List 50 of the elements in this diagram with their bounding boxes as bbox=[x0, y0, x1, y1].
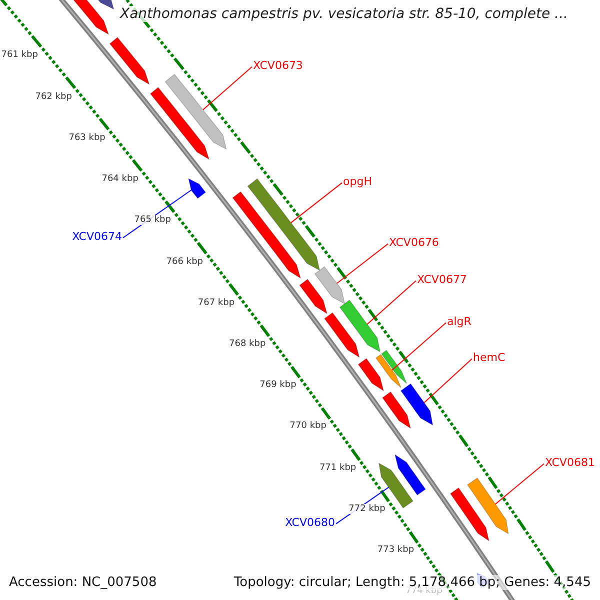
gene-feature bbox=[375, 354, 402, 388]
gene-label: opgH bbox=[343, 175, 372, 188]
gene-feature bbox=[247, 178, 320, 271]
gene-label: algR bbox=[447, 315, 472, 328]
gene-feature bbox=[232, 191, 301, 279]
tick-label: 765 kbp bbox=[134, 215, 171, 226]
gene-feature bbox=[394, 454, 426, 496]
tick-label: 764 kbp bbox=[102, 174, 138, 184]
tick-label: 763 kbp bbox=[68, 132, 106, 143]
tick-label: 766 kbp bbox=[166, 256, 203, 267]
tick-label: 762 kbp bbox=[35, 92, 72, 102]
gene-label: XCV0681 bbox=[545, 456, 595, 469]
leader-line bbox=[336, 243, 388, 284]
gene-feature bbox=[299, 278, 328, 314]
gene-feature bbox=[72, 0, 110, 35]
footer-text: Accession: NC_007508 bbox=[9, 575, 157, 590]
gene-label: XCV0674 bbox=[72, 230, 122, 243]
tick-label: 769 kbp bbox=[260, 380, 296, 390]
gene-feature bbox=[109, 36, 150, 85]
leader-line bbox=[392, 322, 446, 371]
gene-feature bbox=[450, 487, 490, 542]
leader-line bbox=[366, 280, 416, 325]
gene-feature bbox=[466, 478, 509, 534]
leader-line bbox=[202, 66, 252, 110]
gene-feature bbox=[339, 300, 380, 352]
tick-label: 767 kbp bbox=[198, 298, 235, 308]
tick-label: 771 kbp bbox=[319, 462, 356, 473]
tick-label: 768 kbp bbox=[229, 338, 266, 349]
tick-label: 772 kbp bbox=[348, 504, 386, 514]
leader-line bbox=[494, 463, 544, 505]
title: Xanthomonas campestris pv. vesicatoria str. 85-10, complete ... bbox=[120, 6, 568, 22]
gene-feature bbox=[150, 86, 210, 160]
tick-label: 773 kbp bbox=[377, 544, 414, 555]
gene-label: XCV0673 bbox=[253, 59, 303, 72]
leader-line bbox=[290, 182, 342, 224]
gene-feature bbox=[382, 391, 411, 429]
gene-label: hemC bbox=[473, 351, 506, 364]
gene-label: XCV0676 bbox=[389, 236, 439, 249]
gene-feature bbox=[314, 266, 346, 304]
gene-feature bbox=[381, 350, 407, 384]
gene-label: XCV0680 bbox=[285, 516, 335, 529]
gene-feature bbox=[164, 74, 227, 150]
gene-feature bbox=[358, 358, 384, 392]
tick-label: 761 kbp bbox=[1, 50, 38, 60]
leader-line bbox=[424, 358, 472, 404]
gene-feature bbox=[324, 312, 360, 358]
gene-feature bbox=[188, 178, 206, 199]
gene-feature bbox=[400, 383, 434, 426]
tick-label: 770 kbp bbox=[290, 421, 326, 432]
gene-label: XCV0677 bbox=[417, 273, 467, 286]
